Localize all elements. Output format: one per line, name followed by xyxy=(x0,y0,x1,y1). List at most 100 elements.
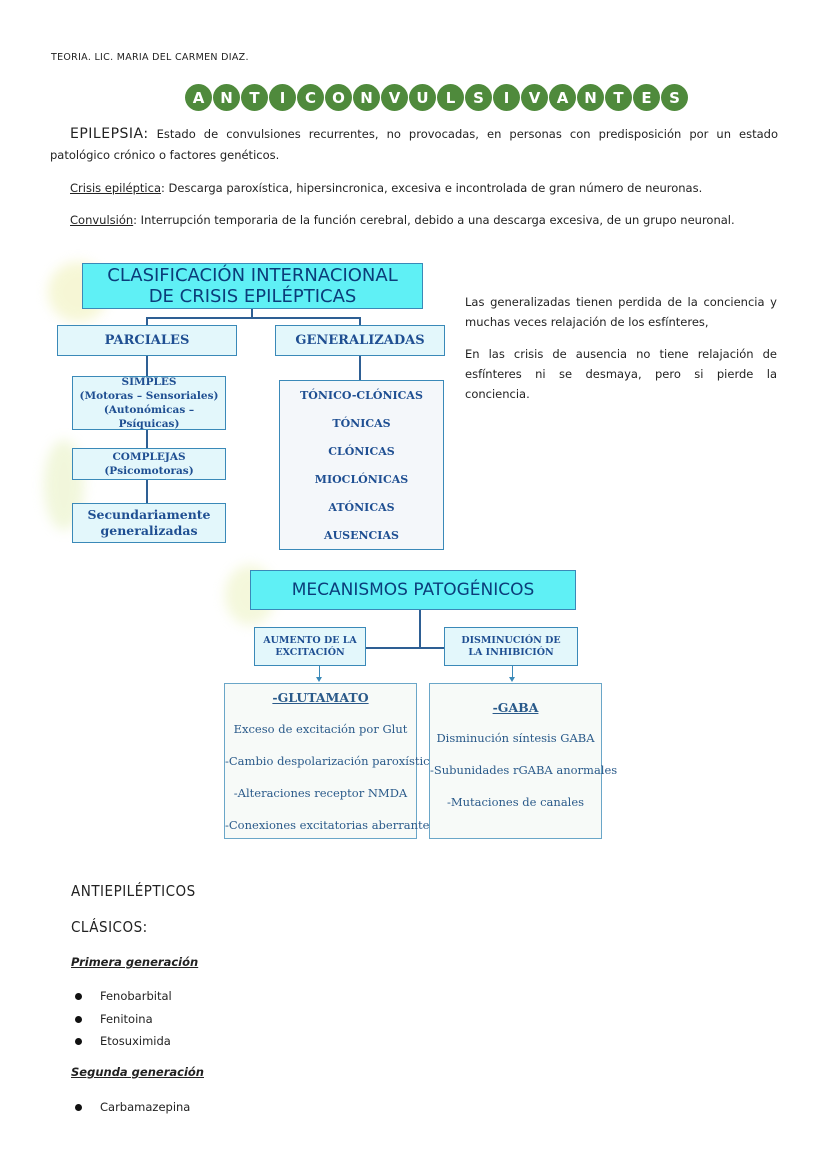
title-letter: U xyxy=(409,84,436,111)
bullet-icon xyxy=(75,992,82,1000)
connector xyxy=(146,317,360,319)
bullet-icon xyxy=(75,1103,82,1111)
title-letter: T xyxy=(605,84,632,111)
aumento-line1: AUMENTO DE LA xyxy=(263,634,357,646)
secundaria-line2: generalizadas xyxy=(100,523,198,538)
glutamato-item: -Conexiones excitatorias aberrantes xyxy=(225,818,436,832)
connector xyxy=(359,356,361,380)
bullet-icon xyxy=(75,1037,82,1045)
title-letter: S xyxy=(465,84,492,111)
classification-title-box: CLASIFICACIÓN INTERNACIONAL DE CRISIS EP… xyxy=(82,263,423,309)
generalizadas-list-panel: TÓNICO-CLÓNICAS TÓNICAS CLÓNICAS MIOCLÓN… xyxy=(279,380,444,550)
term-convulsion: Convulsión xyxy=(70,213,134,227)
gaba-item: -Subunidades rGABA anormales xyxy=(430,763,618,777)
title-letter: O xyxy=(325,84,352,111)
gen-item: MIOCLÓNICAS xyxy=(314,473,409,486)
title-letter: V xyxy=(381,84,408,111)
text-crisis: : Descarga paroxística, hipersincronica,… xyxy=(161,181,703,195)
definition-convulsion: Convulsión: Interrupción temporaria de l… xyxy=(50,210,778,231)
classification-title-line1: CLASIFICACIÓN INTERNACIONAL xyxy=(107,265,398,286)
bullet-icon xyxy=(75,1015,82,1023)
complejas-box: COMPLEJAS (Psicomotoras) xyxy=(72,448,226,480)
drug-name: Carbamazepina xyxy=(100,1100,191,1114)
list-item: Fenobarbital xyxy=(75,989,172,1003)
glutamato-item: Exceso de excitación por Glut xyxy=(233,722,408,736)
simples-box: SIMPLES (Motoras – Sensoriales) (Autonóm… xyxy=(72,376,226,430)
gen-item: AUSENCIAS xyxy=(324,529,399,542)
title-letter: C xyxy=(297,84,324,111)
glutamato-item: -Alteraciones receptor NMDA xyxy=(233,786,408,800)
list-item: Carbamazepina xyxy=(75,1100,190,1114)
simples-title: SIMPLES xyxy=(121,376,177,388)
title-letter: L xyxy=(437,84,464,111)
classification-title-line2: DE CRISIS EPILÉPTICAS xyxy=(148,286,357,307)
connector xyxy=(146,356,148,376)
arrow-shaft xyxy=(512,666,513,679)
title-letter: A xyxy=(549,84,576,111)
connector xyxy=(146,317,148,325)
simples-line3: (Autonómicas – Psíquicas) xyxy=(103,404,195,430)
gen-item: ATÓNICAS xyxy=(328,501,395,514)
title-letter: T xyxy=(241,84,268,111)
drug-name: Fenitoina xyxy=(100,1012,153,1026)
disminucion-line2: LA INHIBICIÓN xyxy=(468,646,554,658)
gen-item: CLÓNICAS xyxy=(328,445,395,458)
gaba-panel: -GABA Disminución síntesis GABA -Subunid… xyxy=(429,683,618,839)
connector xyxy=(146,430,148,448)
secundaria-line1: Secundariamente xyxy=(87,507,211,522)
segunda-generacion-heading: Segunda generación xyxy=(71,1065,204,1079)
generalizadas-box: GENERALIZADAS xyxy=(275,325,445,356)
gen-item: TÓNICO-CLÓNICAS xyxy=(300,389,423,402)
term-epilepsia: EPILEPSIA: xyxy=(70,126,149,142)
list-item: Etosuximida xyxy=(75,1034,171,1048)
title-letter: N xyxy=(353,84,380,111)
title-letter: I xyxy=(269,84,296,111)
primera-generacion-heading: Primera generación xyxy=(71,955,199,969)
connector xyxy=(366,647,464,649)
title-letter: N xyxy=(213,84,240,111)
definition-crisis: Crisis epiléptica: Descarga paroxística,… xyxy=(50,178,778,199)
clasicos-heading: CLÁSICOS: xyxy=(71,918,148,936)
glutamato-panel: -GLUTAMATO Exceso de excitación por Glut… xyxy=(224,683,437,839)
mechanisms-title-box: MECANISMOS PATOGÉNICOS xyxy=(250,570,576,610)
arrow-down-icon xyxy=(316,677,322,682)
complejas-line2: (Psicomotoras) xyxy=(104,465,194,477)
gaba-item: Disminución síntesis GABA xyxy=(436,731,595,745)
title-letter: I xyxy=(493,84,520,111)
drug-name: Fenobarbital xyxy=(100,989,172,1003)
gen-item: TÓNICAS xyxy=(332,417,391,430)
title-letter: E xyxy=(633,84,660,111)
drug-name: Etosuximida xyxy=(100,1034,171,1048)
aumento-excitacion-box: AUMENTO DE LA EXCITACIÓN xyxy=(254,627,366,666)
simples-line2: (Motoras – Sensoriales) xyxy=(79,390,219,402)
connector xyxy=(359,317,361,325)
connector xyxy=(419,610,421,648)
title-letter: S xyxy=(661,84,688,111)
parciales-box: PARCIALES xyxy=(57,325,237,356)
disminucion-inhibicion-box: DISMINUCIÓN DE LA INHIBICIÓN xyxy=(444,627,578,666)
note-ausencias: En las crisis de ausencia no tiene relaj… xyxy=(465,347,777,401)
title-letter: V xyxy=(521,84,548,111)
glutamato-item: -Cambio despolarización paroxística xyxy=(225,754,437,768)
definition-epilepsia: EPILEPSIA: Estado de convulsiones recurr… xyxy=(50,124,778,166)
secundaria-box: Secundariamente generalizadas xyxy=(72,503,226,543)
arrow-shaft xyxy=(319,666,320,679)
title-letter: N xyxy=(577,84,604,111)
antiepilepticos-heading: ANTIEPILÉPTICOS xyxy=(71,882,196,900)
disminucion-line1: DISMINUCIÓN DE xyxy=(461,634,561,646)
author-header: TEORIA. LIC. MARIA DEL CARMEN DIAZ. xyxy=(51,52,249,63)
gaba-item: -Mutaciones de canales xyxy=(446,795,585,809)
connector xyxy=(146,480,148,503)
list-item: Fenitoina xyxy=(75,1012,153,1026)
aumento-line2: EXCITACIÓN xyxy=(275,646,345,658)
text-convulsion: : Interrupción temporaria de la función … xyxy=(133,213,735,227)
arrow-down-icon xyxy=(509,677,515,682)
text-epilepsia: Estado de convulsiones recurrentes, no p… xyxy=(50,127,778,162)
term-crisis: Crisis epiléptica xyxy=(70,181,162,195)
connector xyxy=(251,309,253,318)
gaba-title: -GABA xyxy=(492,700,539,715)
note-generalizadas: Las generalizadas tienen perdida de la c… xyxy=(465,295,777,329)
title-letter: A xyxy=(185,84,212,111)
glutamato-title: -GLUTAMATO xyxy=(272,690,369,705)
